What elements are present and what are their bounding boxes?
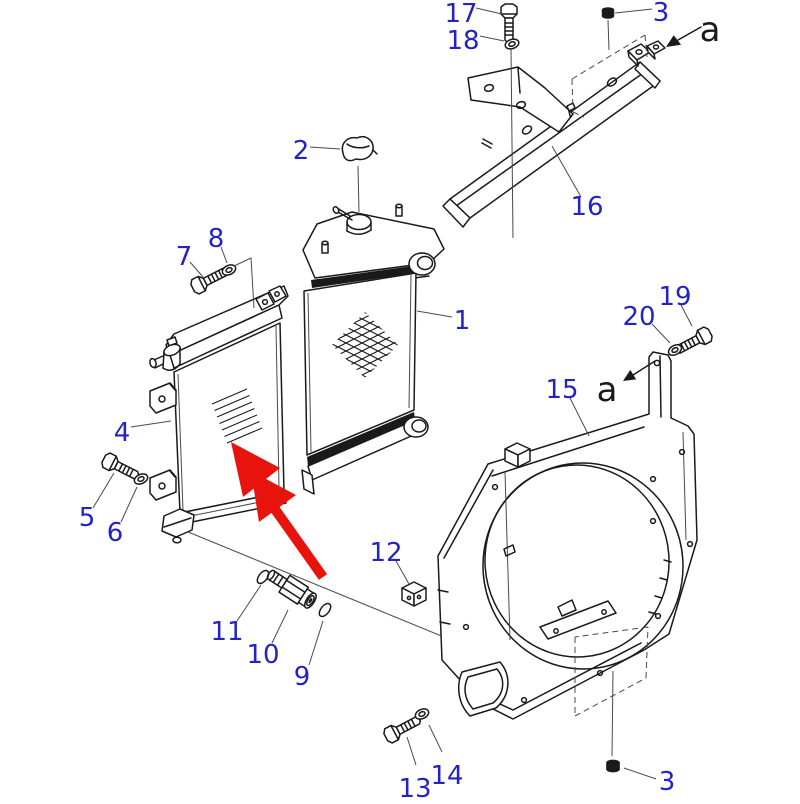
oring-9 — [316, 600, 334, 620]
callout-part-19: 19 — [658, 282, 692, 312]
radiator-drawing — [301, 203, 445, 495]
callout-part-8: 8 — [207, 224, 225, 254]
callout-part-4: 4 — [113, 418, 131, 448]
view-a-arrows — [623, 26, 702, 381]
bolt-17 — [500, 3, 518, 43]
leader-lines — [92, 7, 693, 780]
callout-part-2: 2 — [292, 136, 310, 166]
oil-cooler-vent-slits — [211, 388, 263, 444]
callout-part-20: 20 — [622, 302, 656, 332]
nut-3-top — [601, 7, 615, 19]
clamp-drawing — [401, 581, 427, 607]
callout-part-18: 18 — [446, 26, 480, 56]
callout-part-1: 1 — [453, 306, 471, 336]
shroud-tab-hole — [653, 359, 661, 367]
assembly-axis-line — [175, 526, 479, 652]
valve-fitting-drawing — [266, 569, 317, 609]
mounting-bracket-drawing — [442, 40, 666, 228]
dashed-reference-outlines — [571, 34, 649, 717]
callout-part-10: 10 — [246, 640, 280, 670]
fan-opening — [482, 462, 684, 670]
fan-shroud-drawing — [437, 351, 698, 720]
callout-part-3-bottom: 3 — [658, 767, 676, 797]
view-label-a-top: a — [699, 10, 721, 50]
callout-part-16: 16 — [570, 192, 604, 222]
callout-part-3-top: 3 — [652, 0, 670, 28]
callout-part-13: 13 — [398, 774, 432, 804]
nut-3-bottom — [606, 759, 620, 773]
callout-part-15: 15 — [545, 375, 579, 405]
radiator-cap-drawing — [341, 136, 378, 162]
radiator-filler-neck — [346, 213, 372, 231]
oring-11 — [254, 567, 272, 587]
callout-part-11: 11 — [210, 617, 244, 647]
callout-part-14: 14 — [430, 761, 464, 791]
callout-part-17: 17 — [444, 0, 478, 29]
red-pointer-arrow — [231, 442, 328, 580]
callout-part-12: 12 — [369, 538, 403, 568]
callout-part-5: 5 — [78, 503, 96, 533]
callout-part-6: 6 — [106, 518, 124, 548]
callout-part-7: 7 — [175, 242, 193, 272]
callout-part-9: 9 — [293, 662, 311, 692]
view-label-a-mid: a — [596, 370, 618, 410]
